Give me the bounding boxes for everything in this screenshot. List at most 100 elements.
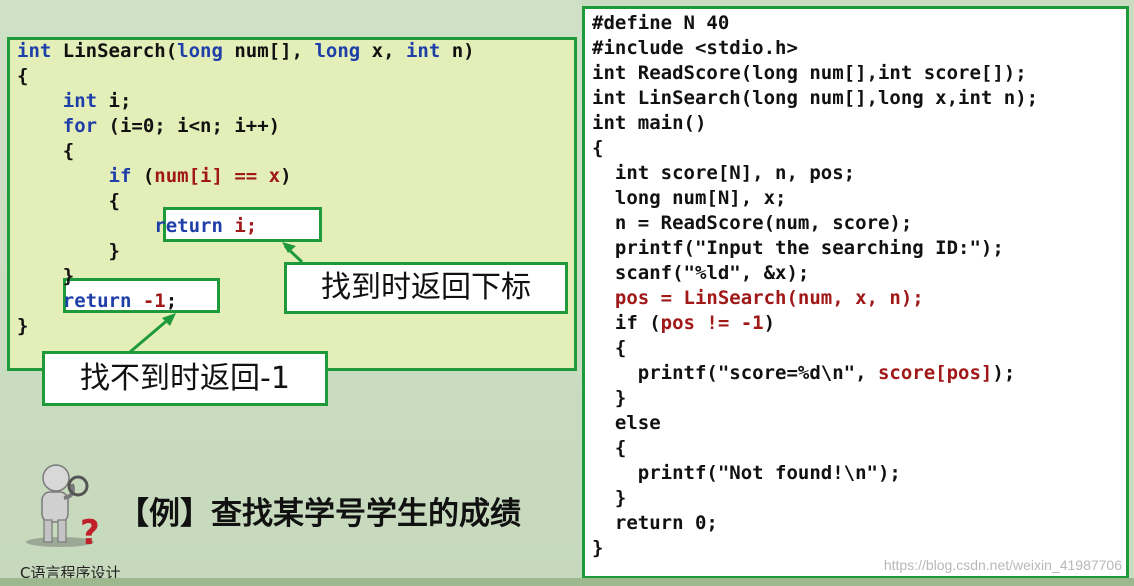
main-code-panel (582, 6, 1129, 579)
code-token: else (592, 412, 661, 434)
right_code-line: } (592, 486, 626, 511)
code-token: if ( (592, 312, 661, 334)
left_code-line: } (17, 264, 74, 289)
thinker-question-mark-icon: ? (26, 464, 100, 550)
linsearch-code-panel (7, 37, 577, 371)
code-token: pos = LinSearch(num, x, n); (592, 287, 924, 309)
code-token: } (17, 265, 75, 287)
code-token: int (405, 40, 452, 62)
right_code-line: long num[N], x; (592, 186, 787, 211)
code-token: return (17, 290, 143, 312)
right_code-line: printf("Input the searching ID:"); (592, 236, 1004, 261)
right_code-line: printf("Not found!\n"); (592, 461, 901, 486)
code-token: long (314, 40, 372, 62)
code-token: return 0; (592, 512, 718, 534)
right_code-line: { (592, 436, 626, 461)
code-token: #include <stdio.h> (592, 37, 798, 59)
code-token: long (177, 40, 235, 62)
left_code-line: return -1; (17, 289, 177, 314)
code-token: printf("Input the searching ID:"); (592, 237, 1004, 259)
right_code-line: return 0; (592, 511, 718, 536)
arrow-head-icon (282, 242, 296, 253)
code-token: -1 (142, 290, 166, 312)
left_code-line: for (i=0; i<n; i++) (17, 114, 280, 139)
code-token: num[i] == x (154, 165, 281, 187)
found-callout: 找到时返回下标 (284, 262, 568, 314)
code-token: #define N 40 (592, 12, 730, 34)
arrow-head-icon (162, 313, 176, 326)
right_code-line: else (592, 411, 661, 436)
right_code-line: int LinSearch(long num[],long x,int n); (592, 86, 1038, 111)
right_code-line: } (592, 536, 603, 561)
left_code-line: { (17, 189, 120, 214)
code-token: n) (451, 40, 475, 62)
right_code-line: if (pos != -1) (592, 311, 775, 336)
code-token: { (592, 137, 604, 159)
right_code-line: { (592, 136, 603, 161)
code-token: printf("score=%d\n", (592, 362, 878, 384)
code-token: int score[N], n, pos; (592, 162, 856, 184)
code-token: pos != -1 (660, 312, 764, 334)
code-token: for (17, 115, 109, 137)
code-token: int (17, 90, 109, 112)
code-token: num[], (234, 40, 315, 62)
right_code-line: int score[N], n, pos; (592, 161, 855, 186)
code-token: int main() (592, 112, 707, 134)
code-token: int LinSearch(long num[],long x,int n); (592, 87, 1039, 109)
right_code-line: int ReadScore(long num[],int score[]); (592, 61, 1027, 86)
left_code-line: int LinSearch(long num[], long x, int n) (17, 39, 475, 64)
code-token: } (17, 240, 120, 262)
right_code-line: n = ReadScore(num, score); (592, 211, 912, 236)
code-token: { (17, 65, 29, 87)
code-token: { (17, 190, 120, 212)
example-title: 【例】查找某学号学生的成绩 (118, 496, 521, 532)
code-token: printf("Not found!\n"); (592, 462, 901, 484)
left_code-line: { (17, 139, 74, 164)
code-token: ) (280, 165, 292, 187)
left_code-line: } (17, 239, 120, 264)
not-found-callout: 找不到时返回-1 (42, 351, 328, 406)
code-token: score[pos] (877, 362, 993, 384)
code-token: { (592, 437, 627, 459)
code-token: i; (108, 90, 132, 112)
right_code-line: } (592, 386, 626, 411)
right_code-line: pos = LinSearch(num, x, n); (592, 286, 924, 311)
code-token: LinSearch( (62, 40, 178, 62)
right_code-line: #define N 40 (592, 11, 729, 36)
return-minus-one-highlight-box (63, 278, 220, 313)
code-token: } (592, 537, 604, 559)
left_code-line: } (17, 314, 28, 339)
return-i-highlight-box (163, 207, 322, 242)
code-token: return (17, 215, 235, 237)
bottom-bar (0, 578, 1134, 586)
code-token: int (17, 40, 63, 62)
left_code-line: if (num[i] == x) (17, 164, 292, 189)
code-token: } (17, 315, 29, 337)
code-token: } (592, 487, 627, 509)
code-token: x, (371, 40, 406, 62)
code-token: ); (992, 362, 1016, 384)
right_code-line: printf("score=%d\n", score[pos]); (592, 361, 1016, 386)
code-token: if (17, 165, 143, 187)
left_code-line: return i; (17, 214, 257, 239)
right_code-line: #include <stdio.h> (592, 36, 798, 61)
code-token: { (592, 337, 627, 359)
code-token: } (592, 387, 627, 409)
svg-text:?: ? (80, 513, 100, 550)
right_code-line: { (592, 336, 626, 361)
code-token: n = ReadScore(num, score); (592, 212, 913, 234)
code-token: (i=0; i<n; i++) (108, 115, 281, 137)
right_code-line: int main() (592, 111, 706, 136)
code-token: ; (165, 290, 178, 312)
code-token: long num[N], x; (592, 187, 787, 209)
code-token: int ReadScore(long num[],int score[]); (592, 62, 1027, 84)
code-token: ) (763, 312, 776, 334)
right_code-line: scanf("%ld", &x); (592, 261, 809, 286)
code-token: i; (234, 215, 258, 237)
watermark: https://blog.csdn.net/weixin_41987706 (883, 557, 1122, 573)
left_code-line: { (17, 64, 28, 89)
left_code-line: int i; (17, 89, 132, 114)
course-footer-label: C语言程序设计 (20, 564, 121, 582)
code-token: { (17, 140, 75, 162)
